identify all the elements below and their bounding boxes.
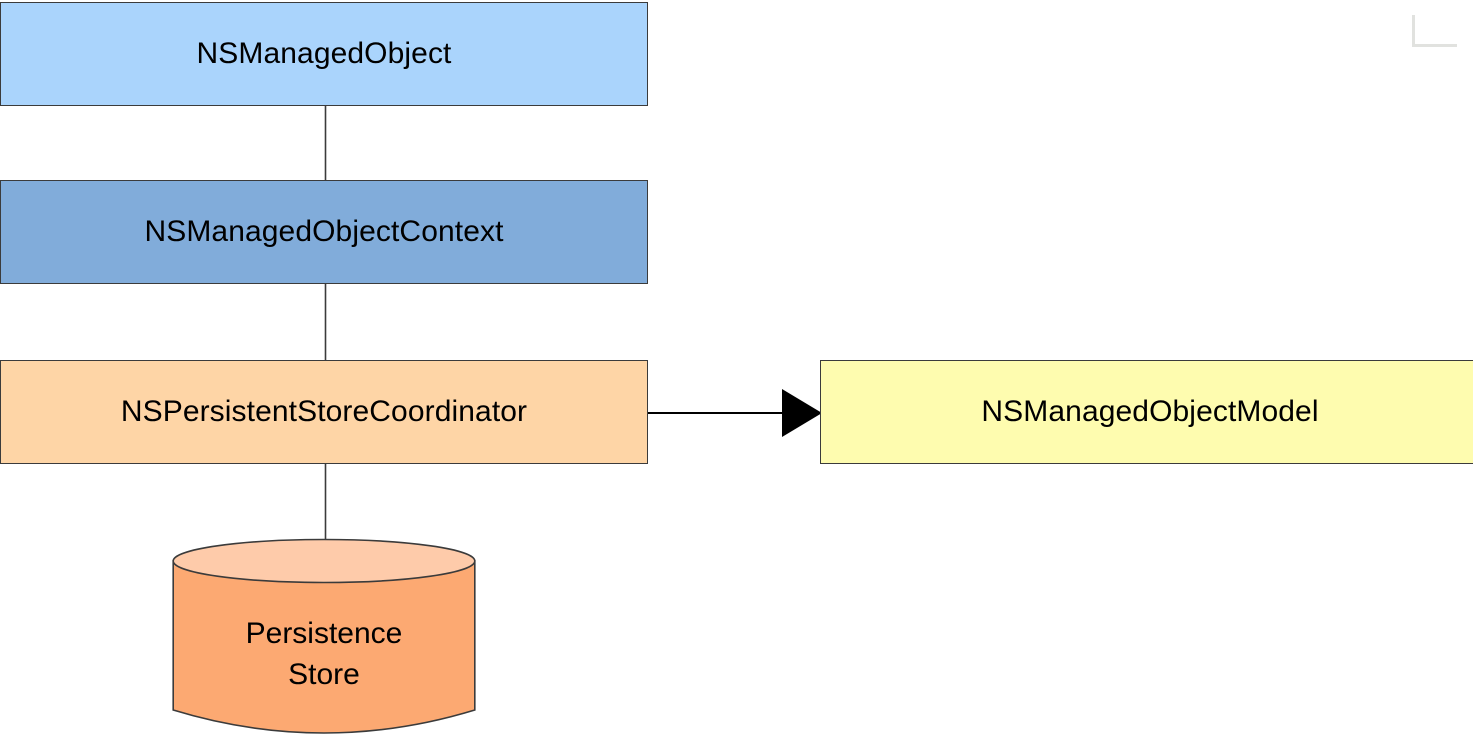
- cylinder-shape-icon: [172, 538, 476, 734]
- node-label: NSManagedObjectModel: [981, 395, 1319, 429]
- node-persistence-store[interactable]: Persistence Store: [172, 538, 476, 750]
- arrowhead-icon: [782, 389, 822, 437]
- node-nsmanagedobject[interactable]: NSManagedObject: [0, 2, 648, 106]
- node-label: NSManagedObjectContext: [144, 215, 504, 249]
- node-nspersistentstorecoordinator[interactable]: NSPersistentStoreCoordinator: [0, 360, 648, 464]
- node-label: NSManagedObject: [196, 37, 452, 71]
- corner-crop-mark-icon: [1412, 15, 1457, 47]
- node-nsmanagedobjectmodel[interactable]: NSManagedObjectModel: [820, 360, 1473, 464]
- node-nsmanagedobjectcontext[interactable]: NSManagedObjectContext: [0, 180, 648, 284]
- node-label: NSPersistentStoreCoordinator: [120, 395, 528, 429]
